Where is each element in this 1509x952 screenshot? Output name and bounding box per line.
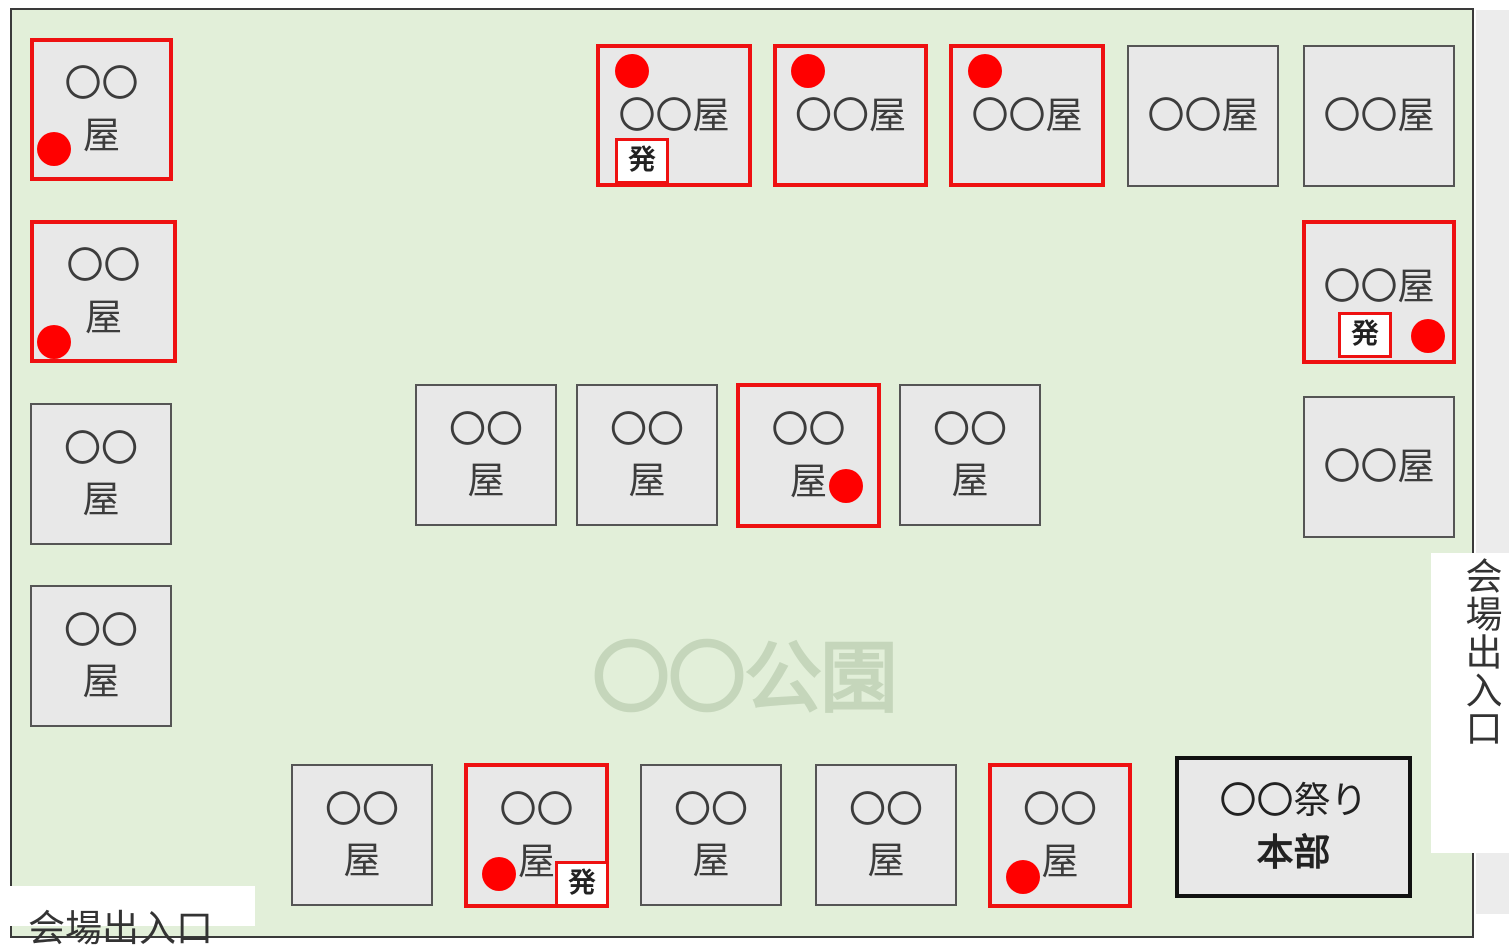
booth: 〇〇屋 xyxy=(1303,396,1455,538)
booth-name: 〇〇屋 xyxy=(795,93,906,137)
booth: 〇〇屋 xyxy=(1303,45,1455,187)
booth: 〇〇 屋 xyxy=(736,383,881,528)
booth-suffix: 屋 xyxy=(82,478,120,521)
hatsu-tag: 発 xyxy=(555,861,609,907)
booth: 〇〇屋 発 xyxy=(1302,220,1456,364)
booth-name: 〇〇 xyxy=(674,787,748,831)
booth: 〇〇屋 発 xyxy=(596,44,752,187)
marker-dot xyxy=(37,132,71,166)
booth: 〇〇 屋 xyxy=(30,38,173,181)
booth-name: 〇〇屋 xyxy=(1323,265,1435,309)
booth-name: 〇〇 xyxy=(499,788,574,832)
marker-dot xyxy=(37,325,71,359)
booth-name: 〇〇屋 xyxy=(1323,94,1435,138)
booth-name: 〇〇屋 xyxy=(1147,94,1259,138)
booth-suffix: 屋 xyxy=(867,839,905,882)
marker-dot xyxy=(968,54,1002,88)
booth: 〇〇 屋 xyxy=(30,585,172,727)
booth-suffix: 屋 xyxy=(83,113,120,157)
booth: 〇〇屋 xyxy=(949,44,1105,187)
booth: 〇〇 屋 xyxy=(988,763,1132,908)
booth: 〇〇 屋 xyxy=(640,764,782,906)
booth-suffix: 屋 xyxy=(1041,839,1079,883)
marker-dot xyxy=(482,857,516,891)
booth: 〇〇屋 xyxy=(1127,45,1279,187)
booth: 〇〇 屋 xyxy=(291,764,433,906)
booth-suffix: 屋 xyxy=(343,839,381,882)
booth-name: 〇〇 xyxy=(64,62,139,106)
booth: 〇〇 屋 xyxy=(30,220,177,363)
booth-suffix: 屋 xyxy=(692,839,730,882)
entrance-bottom-label: 会場出入口 xyxy=(28,907,213,950)
marker-dot xyxy=(1006,860,1040,894)
booth-suffix: 屋 xyxy=(628,459,666,502)
park-name: 〇〇公園 xyxy=(592,634,898,724)
marker-dot xyxy=(1411,319,1445,353)
booth-name: 〇〇 xyxy=(1023,788,1097,832)
booth: 〇〇 屋 xyxy=(30,403,172,545)
booth-name: 〇〇 xyxy=(449,407,523,451)
booth-name: 〇〇 xyxy=(64,608,138,652)
entrance-right: 会場出入口 xyxy=(1431,553,1509,853)
hq-title: 〇〇祭り xyxy=(1219,779,1368,823)
booth-name: 〇〇 xyxy=(610,407,684,451)
hq-subtitle: 本部 xyxy=(1256,831,1331,874)
booth-suffix: 屋 xyxy=(951,459,989,502)
booth: 〇〇 屋 xyxy=(415,384,557,526)
booth-name: 〇〇 xyxy=(66,244,141,288)
booth-suffix: 屋 xyxy=(790,459,827,503)
booth: 〇〇 屋 発 xyxy=(464,763,609,908)
entrance-right-label: 会場出入口 xyxy=(1459,557,1502,747)
booth-name: 〇〇 xyxy=(771,408,846,452)
booth: 〇〇 屋 xyxy=(899,384,1041,526)
booth: 〇〇 屋 xyxy=(815,764,957,906)
marker-dot xyxy=(829,469,863,503)
booth-suffix: 屋 xyxy=(518,839,555,883)
booth-suffix: 屋 xyxy=(467,459,505,502)
booth-name: 〇〇 xyxy=(325,787,399,831)
marker-dot xyxy=(615,54,649,88)
booth: 〇〇屋 xyxy=(773,44,928,187)
marker-dot xyxy=(791,54,825,88)
booth-name: 〇〇屋 xyxy=(971,93,1083,137)
hatsu-tag: 発 xyxy=(615,138,669,184)
booth-name: 〇〇屋 xyxy=(618,93,730,137)
festival-headquarters: 〇〇祭り 本部 xyxy=(1175,756,1412,898)
booth: 〇〇 屋 xyxy=(576,384,718,526)
booth-name: 〇〇 xyxy=(933,407,1007,451)
entrance-bottom: 会場出入口 xyxy=(0,886,255,950)
booth-suffix: 屋 xyxy=(85,295,122,339)
booth-name: 〇〇 xyxy=(64,426,138,470)
booth-suffix: 屋 xyxy=(82,660,120,703)
hatsu-tag: 発 xyxy=(1338,312,1392,358)
booth-name: 〇〇 xyxy=(849,787,923,831)
booth-name: 〇〇屋 xyxy=(1323,445,1435,489)
